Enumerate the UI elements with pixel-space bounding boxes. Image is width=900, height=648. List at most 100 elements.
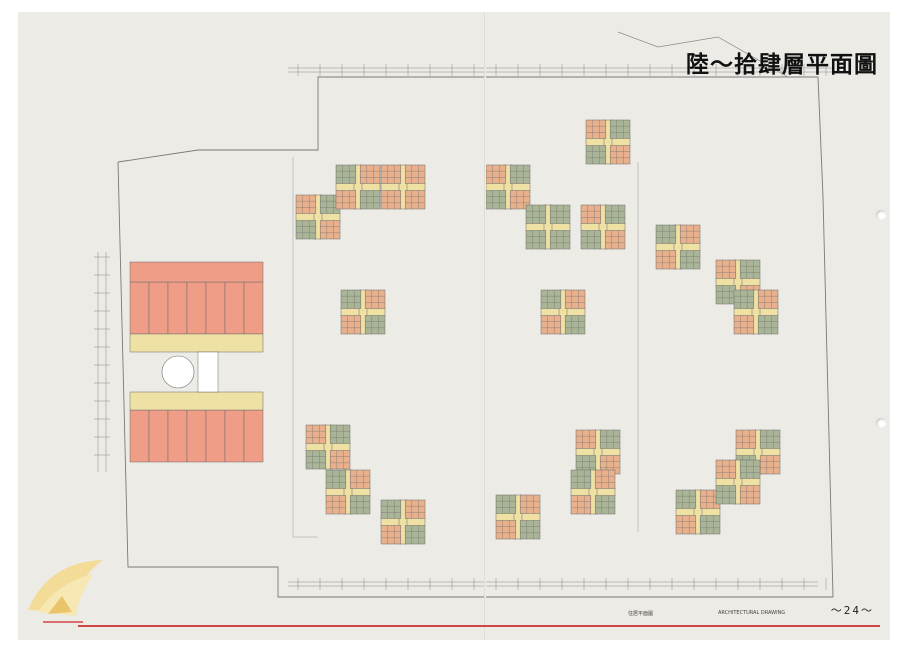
residential-pod <box>580 204 626 250</box>
commercial-unit <box>243 281 264 335</box>
logo-emblem-icon <box>28 560 103 623</box>
commercial-unit <box>148 409 169 463</box>
apartment-unit <box>715 459 737 479</box>
residential-pod <box>295 194 341 240</box>
commercial-unit <box>224 409 245 463</box>
residential-pod <box>335 164 381 210</box>
apartment-unit <box>757 315 779 335</box>
drawing-sheet: 陸～拾肆層平面圖 ～24～ 住居平面圖 ARCHITECTURAL DRAWIN… <box>18 12 890 640</box>
residential-pod <box>675 489 721 535</box>
apartment-unit <box>580 204 602 224</box>
footer-caption-left: 住居平面圖 <box>628 611 654 617</box>
floor-plan-drawing <box>94 31 834 598</box>
residential-pod <box>540 289 586 335</box>
binder-hole-icon <box>876 210 886 220</box>
binder-hole-icon <box>876 418 886 428</box>
apartment-unit <box>495 520 517 540</box>
apartment-unit <box>735 429 757 449</box>
site-boundary <box>117 76 834 598</box>
apartment-unit <box>295 194 317 214</box>
apartment-unit <box>509 164 531 184</box>
apartment-unit <box>485 164 507 184</box>
apartment-unit <box>540 315 562 335</box>
apartment-unit <box>305 450 327 470</box>
apartment-unit <box>609 119 631 139</box>
apartment-unit <box>549 204 571 224</box>
apartment-unit <box>329 450 351 470</box>
commercial-unit <box>148 281 169 335</box>
stair-core <box>197 351 219 393</box>
apartment-unit <box>604 230 626 250</box>
apartment-unit <box>570 469 592 489</box>
apartment-unit <box>675 515 697 535</box>
apartment-unit <box>340 315 362 335</box>
apartment-unit <box>609 145 631 165</box>
apartment-unit <box>335 190 357 210</box>
corridor <box>129 391 264 411</box>
apartment-unit <box>295 220 317 240</box>
apartment-unit <box>575 429 597 449</box>
apartment-unit <box>364 289 386 309</box>
apartment-unit <box>675 489 697 509</box>
residential-pod <box>733 289 779 335</box>
apartment-unit <box>325 469 347 489</box>
apartment-unit <box>594 469 616 489</box>
residential-pod <box>575 429 621 475</box>
apartment-unit <box>715 259 737 279</box>
apartment-unit <box>759 429 781 449</box>
apartment-unit <box>359 190 381 210</box>
apartment-unit <box>570 495 592 515</box>
apartment-unit <box>715 285 737 305</box>
residential-pod <box>715 459 761 505</box>
residential-pod <box>570 469 616 515</box>
apartment-unit <box>564 289 586 309</box>
apartment-unit <box>715 485 737 505</box>
apartment-unit <box>549 230 571 250</box>
apartment-unit <box>519 494 541 514</box>
apartment-unit <box>739 459 761 479</box>
apartment-unit <box>679 224 701 244</box>
apartment-unit <box>404 499 426 519</box>
footer-rule <box>78 625 880 627</box>
apartment-unit <box>305 424 327 444</box>
residential-pod <box>655 224 701 270</box>
apartment-unit <box>757 289 779 309</box>
commercial-unit <box>205 281 226 335</box>
apartment-unit <box>519 520 541 540</box>
apartment-unit <box>404 164 426 184</box>
commercial-unit <box>129 281 150 335</box>
residential-pod <box>585 119 631 165</box>
apartment-unit <box>564 315 586 335</box>
apartment-unit <box>495 494 517 514</box>
apartment-unit <box>380 499 402 519</box>
apartment-unit <box>739 259 761 279</box>
apartment-unit <box>404 190 426 210</box>
apartment-unit <box>380 525 402 545</box>
apartment-unit <box>380 190 402 210</box>
apartment-unit <box>380 164 402 184</box>
commercial-unit <box>243 409 264 463</box>
commercial-unit <box>224 281 245 335</box>
apartment-unit <box>340 289 362 309</box>
apartment-unit <box>733 315 755 335</box>
apartment-unit <box>655 250 677 270</box>
apartment-unit <box>485 190 507 210</box>
page-number: ～24～ <box>830 604 874 617</box>
commercial-unit <box>167 409 188 463</box>
apartment-unit <box>599 429 621 449</box>
commercial-unit <box>186 409 207 463</box>
fold-crease <box>484 12 486 640</box>
drawing-title: 陸～拾肆層平面圖 <box>686 52 878 78</box>
apartment-unit <box>759 455 781 475</box>
residential-pod <box>380 164 426 210</box>
apartment-unit <box>604 204 626 224</box>
residential-pod <box>485 164 531 210</box>
apartment-unit <box>319 220 341 240</box>
apartment-unit <box>349 469 371 489</box>
apartment-unit <box>699 515 721 535</box>
apartment-unit <box>509 190 531 210</box>
residential-pod <box>525 204 571 250</box>
apartment-unit <box>335 164 357 184</box>
dimension-lines <box>97 67 833 587</box>
apartment-unit <box>594 495 616 515</box>
